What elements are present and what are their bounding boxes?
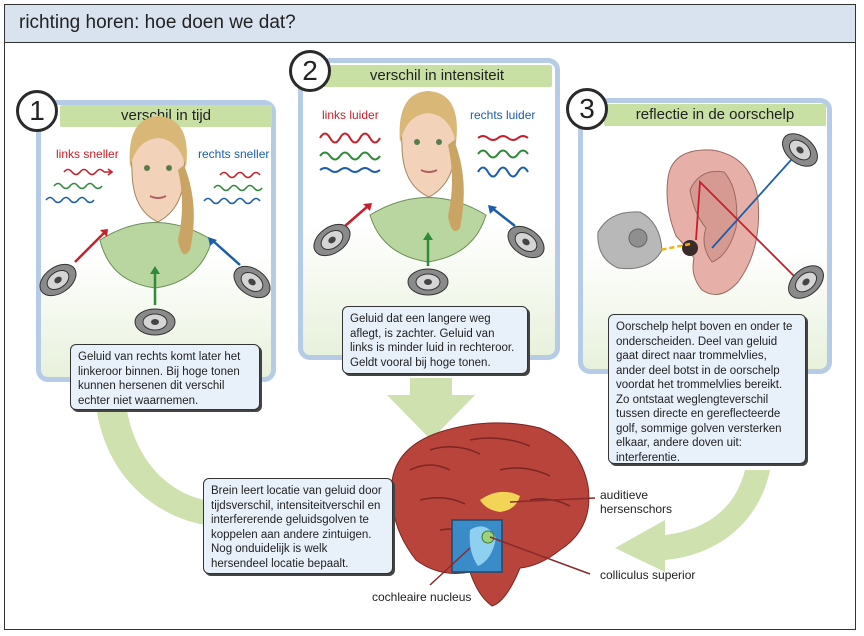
panel-2-left-label: links luider	[322, 108, 379, 122]
label-cochlear-nucleus: cochleaire nucleus	[372, 590, 472, 604]
leader-colliculus	[489, 536, 591, 575]
speaker-icon	[788, 265, 824, 299]
wave-red-left-loud	[319, 132, 381, 144]
speaker-icon	[233, 265, 271, 299]
speaker-icon	[134, 308, 176, 336]
page-title: richting horen: hoe doen we dat?	[19, 12, 296, 33]
head-illustration	[369, 91, 487, 263]
flow-arrow-middle	[387, 378, 475, 440]
leader-auditory	[509, 497, 596, 503]
panel-3-number: 3	[566, 88, 608, 130]
speaker-icon	[39, 263, 77, 297]
panel-1-callout: Geluid van rechts komt later het linkero…	[70, 344, 260, 410]
label-auditory-cortex: auditieve hersenschors	[600, 488, 673, 516]
wave-green-right	[213, 184, 263, 192]
speaker-icon	[782, 133, 818, 167]
panel-3-heading: reflectie in de oorschelp	[604, 104, 826, 126]
wave-blue-right-loud	[477, 166, 529, 178]
panel-1-left-label: links sneller	[56, 147, 119, 161]
speaker-icon	[407, 268, 449, 296]
wave-green-left	[53, 182, 103, 190]
wave-red-left	[63, 168, 105, 176]
wave-green-right	[477, 149, 529, 159]
ear-illustration	[597, 149, 760, 295]
panel-2-number: 2	[289, 50, 331, 92]
panel-1-right-label: rechts sneller	[198, 147, 270, 161]
panel-1-heading: verschil in tijd	[60, 105, 272, 127]
label-colliculus-superior: colliculus superior	[600, 568, 696, 582]
speaker-icon	[313, 223, 351, 257]
panel-2-heading: verschil in intensiteit	[322, 65, 552, 87]
wave-blue-left	[319, 167, 381, 173]
wave-green-left	[319, 151, 381, 161]
flow-arrow-right	[615, 470, 770, 572]
wave-blue-left	[45, 196, 95, 204]
panel-2-right-label: rechts luider	[470, 108, 536, 122]
leader-cochlear	[429, 547, 471, 586]
panel-3-callout: Oorschelp helpt boven en onder te onders…	[608, 314, 806, 464]
wave-red-right	[477, 135, 529, 141]
wave-blue-right	[203, 197, 261, 205]
direct-path-blue	[711, 149, 801, 249]
wave-red-right	[219, 171, 261, 179]
head-illustration	[99, 116, 213, 289]
title-bar: richting horen: hoe doen we dat?	[5, 5, 855, 43]
reflected-path-red	[695, 179, 801, 283]
speaker-icon	[507, 225, 545, 259]
panel-1-number: 1	[16, 90, 58, 132]
panel-2-callout: Geluid dat een langere weg aflegt, is za…	[342, 306, 528, 374]
brain-callout: Brein leert locatie van geluid door tijd…	[203, 478, 393, 574]
